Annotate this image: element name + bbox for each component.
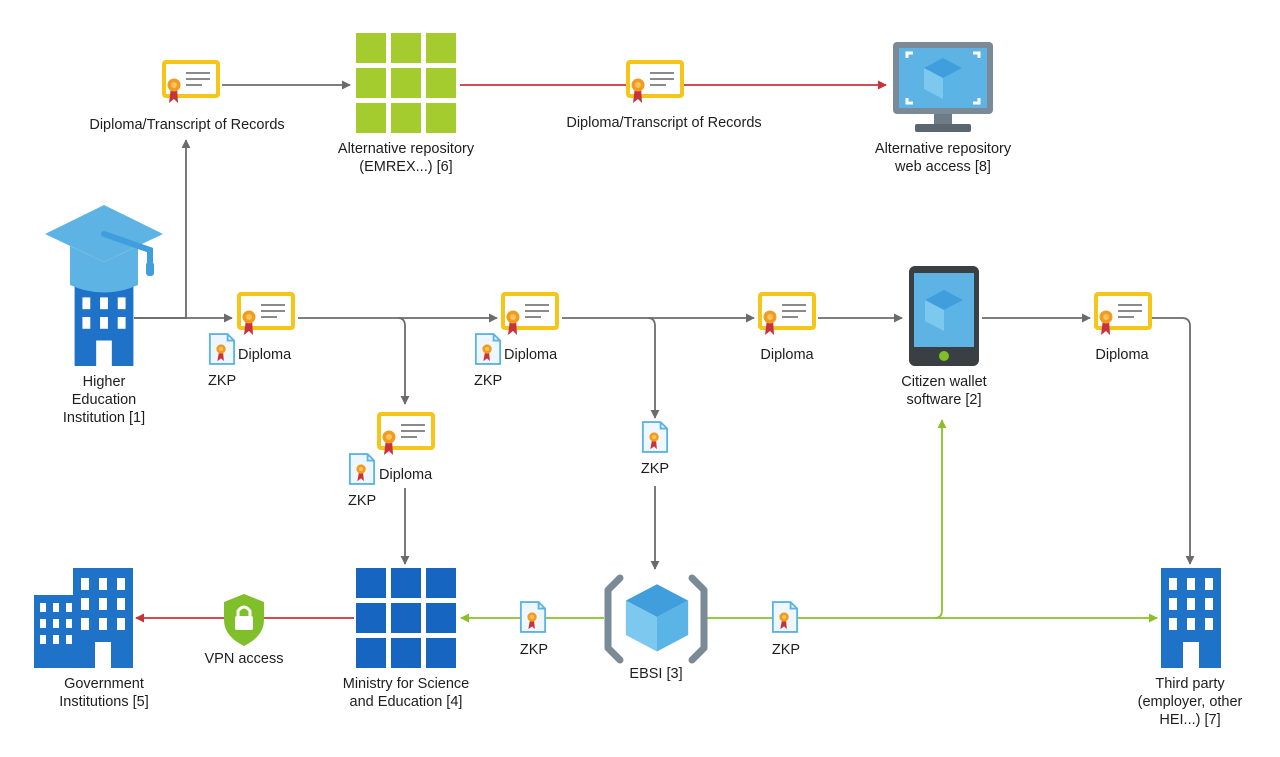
zkp-label: ZKP (348, 493, 377, 509)
blue-grid-icon (356, 568, 456, 668)
gov-label: Government Institutions [5] (59, 676, 149, 710)
ministry-label: Ministry for Science and Education [4] (342, 676, 470, 710)
certificate-icon (626, 60, 684, 104)
third-party-label: Third party (employer, other HEI...) [7] (1137, 676, 1243, 728)
diploma-label: Diploma (760, 347, 814, 363)
zkp-document-icon (641, 421, 669, 453)
certificate-icon (758, 292, 816, 336)
arrow-branch-to-ministry-cert (397, 317, 410, 405)
building-icon (1161, 568, 1221, 668)
connectors (134, 80, 1195, 623)
certificate-icon (501, 292, 559, 336)
diploma-label: Diploma (379, 467, 433, 483)
zkp-label: ZKP (519, 642, 549, 658)
arrow-branch-to-ebsi-zkp (647, 317, 660, 419)
shield-lock-icon (224, 594, 264, 646)
buildings-icon (34, 568, 133, 668)
zkp-document-icon (771, 601, 799, 633)
zkp-label: ZKP (640, 461, 670, 477)
zkp-document-icon (519, 601, 547, 633)
wallet-label: Citizen wallet software [2] (901, 374, 987, 408)
arrow-green-to-wallet (934, 419, 947, 619)
alt-web-label: Alternative repository web access [8] (874, 141, 1012, 175)
hei-label: Higher Education Institution [1] (62, 374, 146, 426)
certificate-icon (162, 60, 220, 104)
diploma-label: Diploma (238, 347, 292, 363)
ebsi-label: EBSI [3] (629, 666, 683, 682)
transcript-label-right: Diploma/Transcript of Records (566, 115, 762, 131)
tablet-cube-icon (909, 266, 979, 366)
university-icon (45, 205, 163, 366)
diploma-label: Diploma (504, 347, 558, 363)
alt-repo-label: Alternative repository (EMREX...) [6] (337, 141, 475, 175)
zkp-label: ZKP (208, 373, 237, 389)
zkp-document-icon (208, 333, 236, 365)
diploma-label: Diploma (1095, 347, 1149, 363)
certificate-icon (1094, 292, 1152, 336)
zkp-document-icon (348, 453, 376, 485)
lime-grid-icon (356, 33, 456, 133)
zkp-label: ZKP (474, 373, 503, 389)
transcript-label-left: Diploma/Transcript of Records (89, 117, 285, 133)
zkp-document-icon (474, 333, 502, 365)
certificate-icon (237, 292, 295, 336)
monitor-cube-icon (893, 42, 993, 132)
zkp-label: ZKP (771, 642, 801, 658)
vpn-label: VPN access (204, 651, 284, 667)
certificate-icon (377, 412, 435, 456)
cube-brackets-icon (604, 574, 708, 664)
arrow-cert4-to-third-party (1152, 317, 1195, 565)
